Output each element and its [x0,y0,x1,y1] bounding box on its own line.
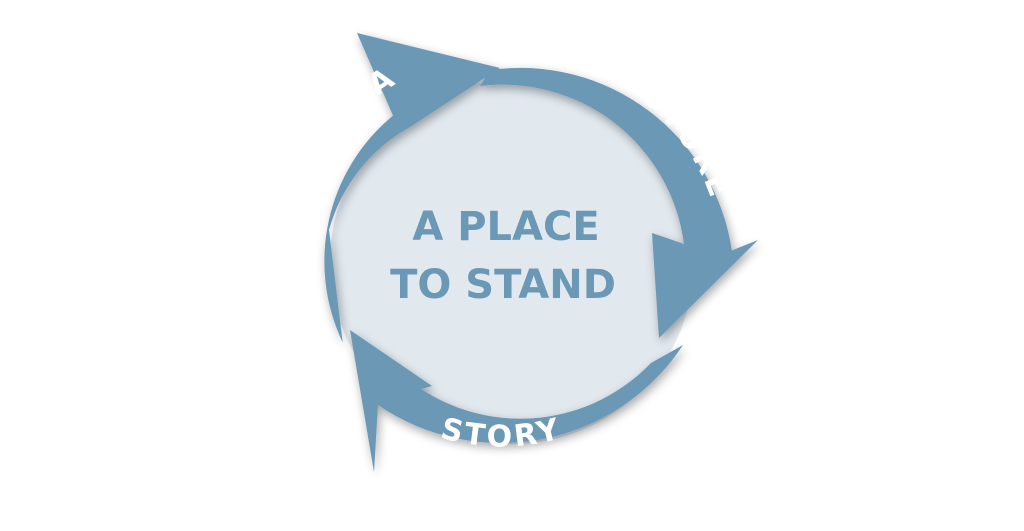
personal-arrow [324,33,500,343]
center-title-line1: A PLACE [412,204,599,250]
personal-label: PERSONAL [0,0,400,205]
center-title-line2: TO STAND [390,262,616,308]
future-arrow [480,67,758,339]
svg-text:PERSONAL: PERSONAL [0,0,403,205]
center-disc: A PLACE TO STAND [330,80,694,444]
story-arrow [350,330,683,472]
center-circle [330,80,694,444]
cycle-arrows [324,33,758,472]
